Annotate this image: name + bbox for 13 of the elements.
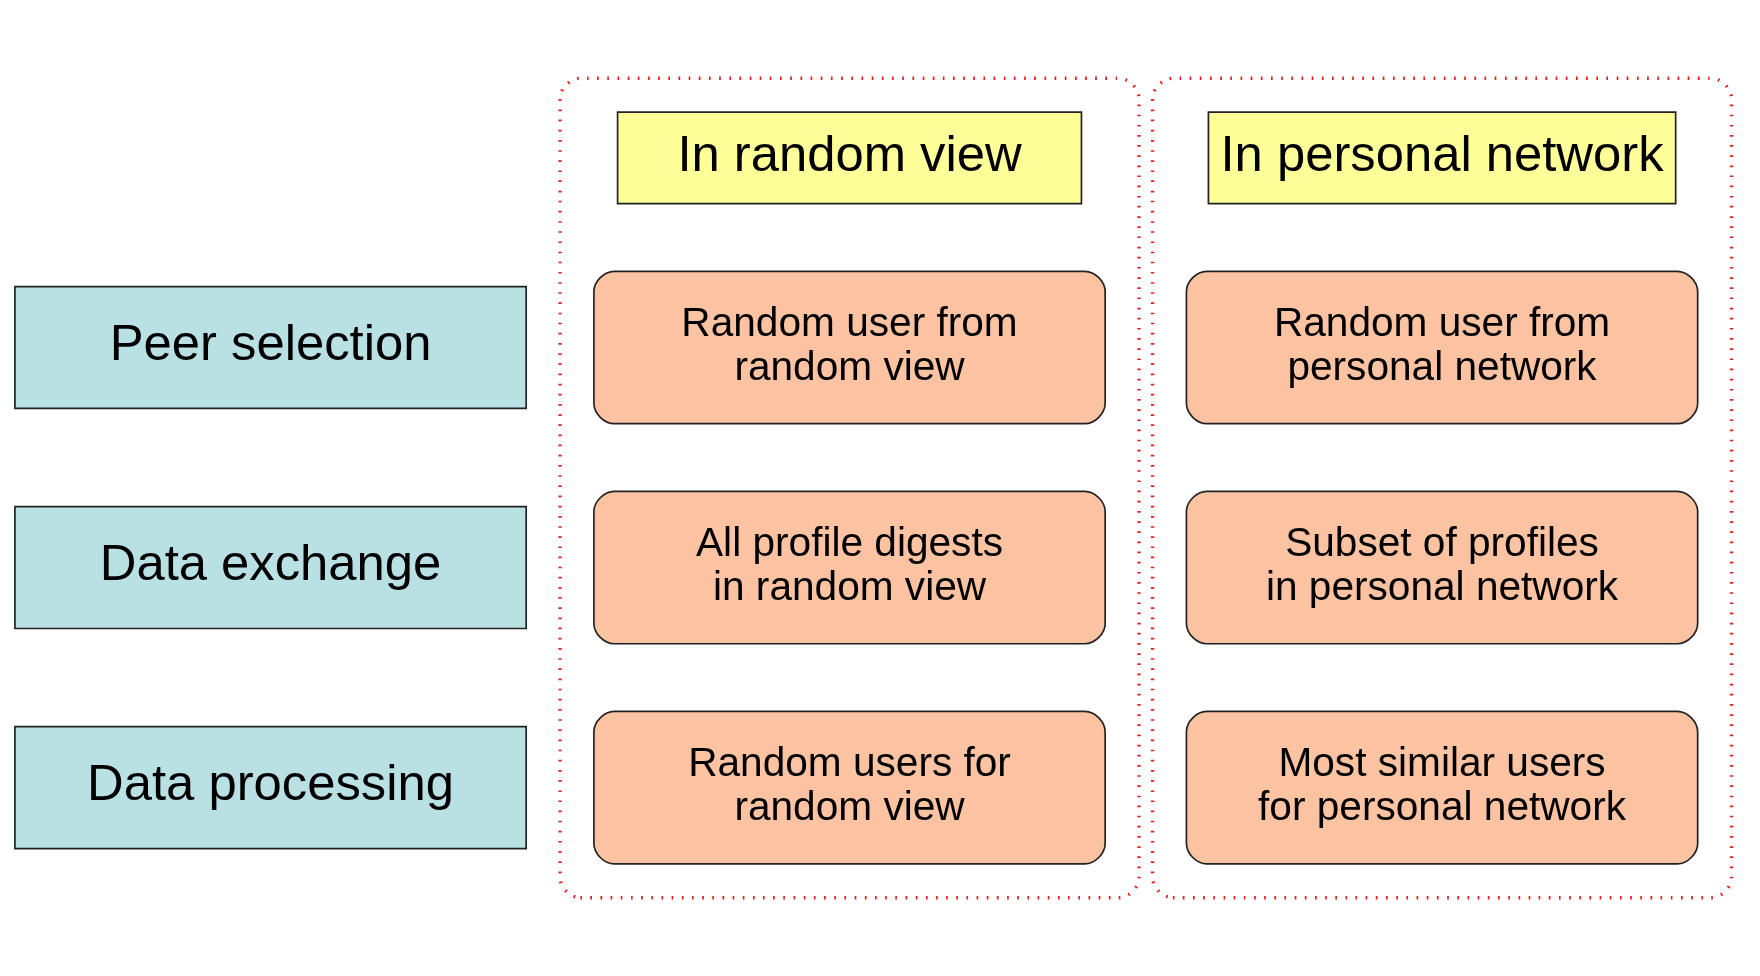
node-box: All profile digests in random view [593, 490, 1106, 645]
node-box: Peer selection [14, 285, 528, 410]
node-box: In personal network [1207, 111, 1677, 205]
node-box: Data processing [14, 725, 528, 850]
node-box: Random users for random view [593, 710, 1106, 865]
node-box: Random user from personal network [1185, 270, 1699, 425]
node-box: Random user from random view [593, 270, 1106, 425]
cluster [558, 76, 1141, 900]
node-box: In random view [616, 111, 1083, 205]
node-box: Data exchange [14, 505, 528, 630]
cluster [1150, 76, 1734, 900]
node-box: Subset of profiles in personal network [1185, 490, 1699, 645]
node-box: Most similar users for personal network [1185, 710, 1699, 865]
